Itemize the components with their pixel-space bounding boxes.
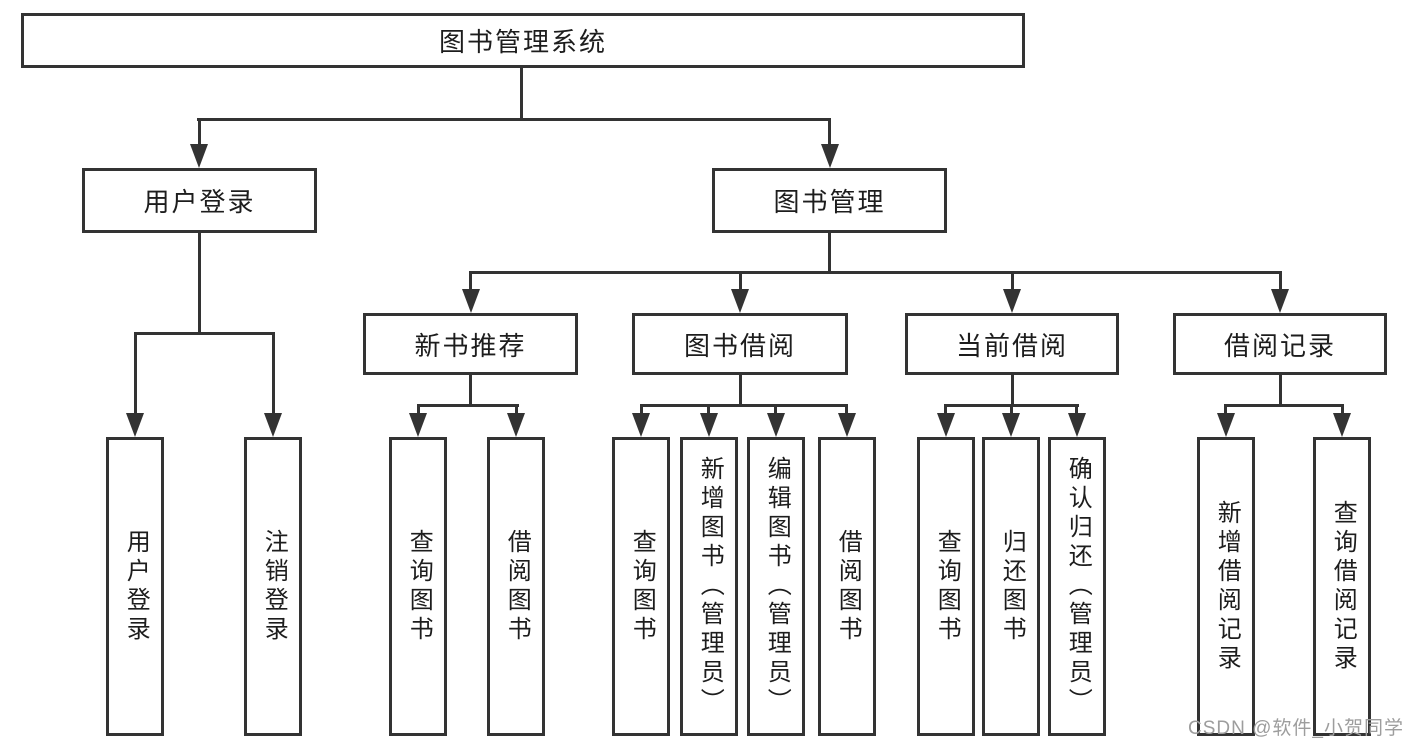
leaf-edit-books-admin: 编辑图书（管理员） (747, 437, 805, 736)
leaf-logout-label: 注销登录 (260, 528, 288, 645)
node-borrow-records-label: 借阅记录 (1223, 330, 1336, 361)
arrow-down-icon (264, 413, 282, 437)
connector-line (515, 404, 518, 416)
connector-line (1341, 404, 1344, 416)
node-book-management: 图书管理 (712, 168, 947, 233)
node-user-login-label: 用户登录 (143, 187, 256, 217)
connector-line (1224, 404, 1227, 416)
leaf-user-login-label: 用户登录 (122, 528, 150, 645)
leaf-query-books-current-label: 查询图书 (933, 528, 961, 645)
connector-line (1279, 271, 1282, 291)
connector-line (640, 404, 848, 407)
leaf-user-login: 用户登录 (106, 437, 164, 736)
arrow-down-icon (1217, 413, 1235, 437)
arrow-down-icon (1002, 413, 1020, 437)
arrow-down-icon (838, 413, 856, 437)
leaf-query-books-recommend-label: 查询图书 (405, 528, 433, 645)
leaf-return-books-label: 归还图书 (998, 528, 1026, 645)
leaf-query-books-borrow-label: 查询图书 (628, 528, 656, 645)
arrow-down-icon (1333, 413, 1351, 437)
arrow-down-icon (507, 413, 525, 437)
node-current-borrow: 当前借阅 (905, 313, 1119, 375)
arrow-down-icon (409, 413, 427, 437)
connector-line (417, 404, 420, 416)
node-root: 图书管理系统 (21, 13, 1025, 68)
node-borrow-records: 借阅记录 (1173, 313, 1387, 375)
connector-line (1011, 271, 1014, 291)
connector-line (470, 271, 1281, 274)
connector-line (520, 66, 523, 120)
arrow-down-icon (190, 144, 208, 168)
arrow-down-icon (126, 413, 144, 437)
connector-line (828, 118, 831, 148)
leaf-borrow-books-recommend-label: 借阅图书 (503, 528, 531, 645)
arrow-down-icon (632, 413, 650, 437)
connector-line (197, 118, 831, 121)
leaf-confirm-return-admin: 确认归还（管理员） (1048, 437, 1106, 736)
connector-line (134, 332, 275, 335)
leaf-borrow-books-recommend: 借阅图书 (487, 437, 545, 736)
connector-line (1075, 404, 1078, 416)
leaf-query-borrow-record: 查询借阅记录 (1313, 437, 1371, 736)
node-current-borrow-label: 当前借阅 (955, 330, 1068, 361)
leaf-return-books: 归还图书 (982, 437, 1040, 736)
node-new-book-recommend: 新书推荐 (363, 313, 578, 375)
node-book-management-label: 图书管理 (773, 187, 886, 217)
connector-line (1279, 375, 1282, 407)
leaf-add-books-admin-label: 新增图书（管理员） (696, 456, 724, 717)
leaf-edit-books-admin-label: 编辑图书（管理员） (763, 456, 791, 717)
connector-line (944, 404, 947, 416)
leaf-add-books-admin: 新增图书（管理员） (680, 437, 738, 736)
connector-line (134, 332, 137, 415)
leaf-query-books-current: 查询图书 (917, 437, 975, 736)
connector-line (1011, 373, 1014, 407)
leaf-add-borrow-record: 新增借阅记录 (1197, 437, 1255, 736)
node-book-borrow: 图书借阅 (632, 313, 848, 375)
connector-line (198, 118, 201, 148)
arrow-down-icon (700, 413, 718, 437)
leaf-borrow-books-label: 借阅图书 (834, 528, 862, 645)
connector-line (1224, 404, 1344, 407)
leaf-confirm-return-admin-label: 确认归还（管理员） (1064, 456, 1092, 717)
node-new-book-recommend-label: 新书推荐 (414, 330, 527, 361)
csdn-watermark: CSDN @软件_小贺同学 (1188, 718, 1404, 739)
node-user-login: 用户登录 (82, 168, 317, 233)
arrow-down-icon (937, 413, 955, 437)
connector-line (739, 271, 742, 291)
arrow-down-icon (1068, 413, 1086, 437)
arrow-down-icon (731, 289, 749, 313)
connector-line (469, 373, 472, 407)
node-root-label: 图书管理系统 (438, 27, 607, 57)
leaf-query-borrow-record-label: 查询借阅记录 (1329, 499, 1357, 674)
connector-line (828, 231, 831, 274)
leaf-borrow-books: 借阅图书 (818, 437, 876, 736)
arrow-down-icon (1003, 289, 1021, 313)
leaf-logout: 注销登录 (244, 437, 302, 736)
arrow-down-icon (462, 289, 480, 313)
connector-line (1010, 404, 1013, 416)
connector-line (707, 404, 710, 416)
leaf-add-borrow-record-label: 新增借阅记录 (1213, 499, 1241, 674)
connector-line (640, 404, 643, 416)
arrow-down-icon (1271, 289, 1289, 313)
connector-line (469, 271, 472, 291)
connector-line (272, 332, 275, 415)
connector-line (739, 373, 742, 407)
node-book-borrow-label: 图书借阅 (683, 330, 796, 361)
connector-line (198, 231, 201, 335)
leaf-query-books-borrow: 查询图书 (612, 437, 670, 736)
connector-line (774, 404, 777, 416)
connector-line (845, 404, 848, 416)
arrow-down-icon (767, 413, 785, 437)
arrow-down-icon (821, 144, 839, 168)
leaf-query-books-recommend: 查询图书 (389, 437, 447, 736)
connector-line (417, 404, 519, 407)
